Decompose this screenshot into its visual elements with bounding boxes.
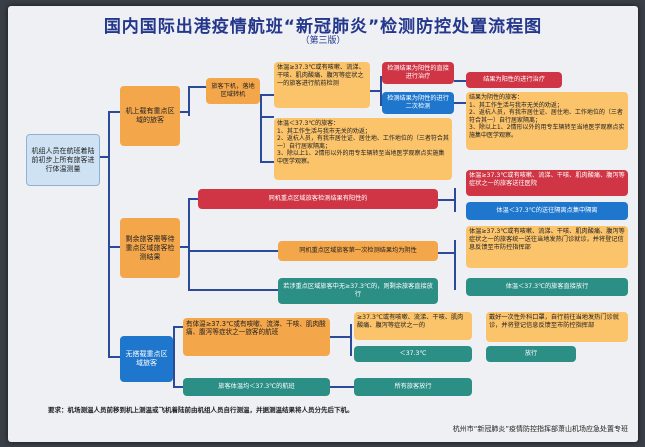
- fever-symptom-passengers: ≥37.3℃或有咳嗽、流涕、干咳、肌肉酸痛、腹泻等症状之一的: [354, 312, 472, 340]
- connector: [108, 111, 110, 356]
- fever-clinic-action: 戴好一次性外科口罩，自行前往当地发热门诊就诊，并将登记信息反馈至市防控指挥部: [486, 312, 628, 342]
- remaining-passengers: 剩余旅客需等待重点区域旅客检测结果: [120, 218, 180, 278]
- connector: [260, 116, 274, 118]
- key-region-passengers: 机上载有重点区域的旅客: [120, 86, 180, 146]
- connector: [188, 250, 278, 252]
- no-key-region-passengers: 无搭载重点区域旅客: [120, 336, 173, 382]
- first-test-negative: 检测结果为阴性的进行二次检测: [382, 92, 454, 114]
- connector: [188, 86, 206, 88]
- same-negative-high-temp: 体温≥37.3℃或有咳嗽、流涕、干咳、肌肉酸痛、腹泻等症状之一的旅客统一送往当地…: [466, 226, 628, 268]
- below-temp-passengers: ＜37.3℃: [354, 346, 472, 362]
- second-test-negative-detail: 结果为阴性的旅客： 1、其工作生活与我市无关的劝返； 2、返杭人员，有我市居住证…: [466, 92, 628, 150]
- all-passengers-release: 所有旅客放行: [354, 378, 472, 396]
- key-region-to-car: 旅客下机，落地区域转机: [206, 78, 260, 104]
- connector: [108, 111, 120, 113]
- page-subtitle: （第三版）: [300, 36, 346, 46]
- connector: [173, 386, 183, 388]
- connector: [188, 86, 190, 116]
- connector: [454, 188, 456, 212]
- start-measure-box: 机组人员在航班着陆前初步上所有旅客进行体温测量: [26, 134, 100, 186]
- requirement-note: 要求：机场测温人员前移到机上测温或飞机着陆前由机组人员自行测温，并据测温结果将人…: [48, 406, 354, 414]
- connector: [370, 90, 380, 92]
- temp-low-detail: 体温＜37.3℃的旅客： 1、其工作生活与我市无关的劝返； 2、返杭人员，有我市…: [274, 118, 452, 180]
- connector: [380, 76, 382, 106]
- connector: [260, 161, 274, 163]
- connector: [350, 324, 352, 356]
- connector: [260, 94, 274, 96]
- flight-all-normal: 旅客体温均＜37.3℃的航班: [183, 378, 330, 396]
- flight-with-fever: 有体温≥37.3℃或有咳嗽、流涕、干咳、肌肉酸痛、腹泻等症状之一旅客的航班: [183, 318, 330, 356]
- temp-high-detail: 体温≥37.3℃或有咳嗽、流涕、干咳、肌肉酸痛、腹泻等症状之一的旅客进行航前检测: [274, 62, 370, 108]
- same-positive-low-temp: 体温＜37.3℃的送往隔离点集中隔离: [466, 202, 628, 220]
- same-flight-positive: 同机重点区域旅客检测结果有阳性的: [198, 189, 438, 209]
- connector: [330, 336, 350, 338]
- flowchart-poster: 国内国际出港疫情航班“新冠肺炎”检测防控处置流程图 （第三版） 机组人员在航班着…: [8, 6, 638, 442]
- connector: [108, 356, 120, 358]
- same-negative-low-temp: 体温＜37.3℃的旅客直接放行: [466, 278, 628, 296]
- same-flight-negative: 同机重点区域旅客第一次检测结果均为阴性: [278, 241, 438, 261]
- page-title: 国内国际出港疫情航班“新冠肺炎”检测防控处置流程图: [103, 17, 543, 37]
- connector: [188, 198, 198, 200]
- connector: [188, 289, 278, 291]
- no-key-high-temp-release: 若涉重点区域旅客中无≥37.3℃的，则剩余旅客直接放行: [278, 278, 438, 304]
- connector: [188, 198, 190, 290]
- connector: [454, 80, 466, 82]
- connector: [173, 326, 183, 328]
- connector: [454, 240, 456, 290]
- release-label: 放行: [486, 346, 576, 362]
- issuer-signature: 杭州市“新冠肺炎”疫情防控指挥部萧山机场应急处置专班: [452, 425, 628, 433]
- second-test-positive: 结果为阳性的进行治疗: [466, 72, 562, 88]
- connector: [173, 326, 175, 386]
- connector: [330, 386, 354, 388]
- connector: [108, 246, 120, 248]
- connector: [454, 102, 466, 104]
- connector: [438, 199, 454, 201]
- first-test-positive: 检测结果为阳性的直接进行治疗: [382, 62, 454, 84]
- connector: [438, 252, 454, 254]
- connector: [100, 156, 108, 158]
- connector: [260, 94, 262, 162]
- same-positive-high-temp: 体温≥37.3℃或有咳嗽、流涕、干咳、肌肉酸痛、腹泻等症状之一的旅客送往医院: [466, 170, 628, 196]
- connector: [180, 246, 188, 248]
- connector: [180, 111, 188, 113]
